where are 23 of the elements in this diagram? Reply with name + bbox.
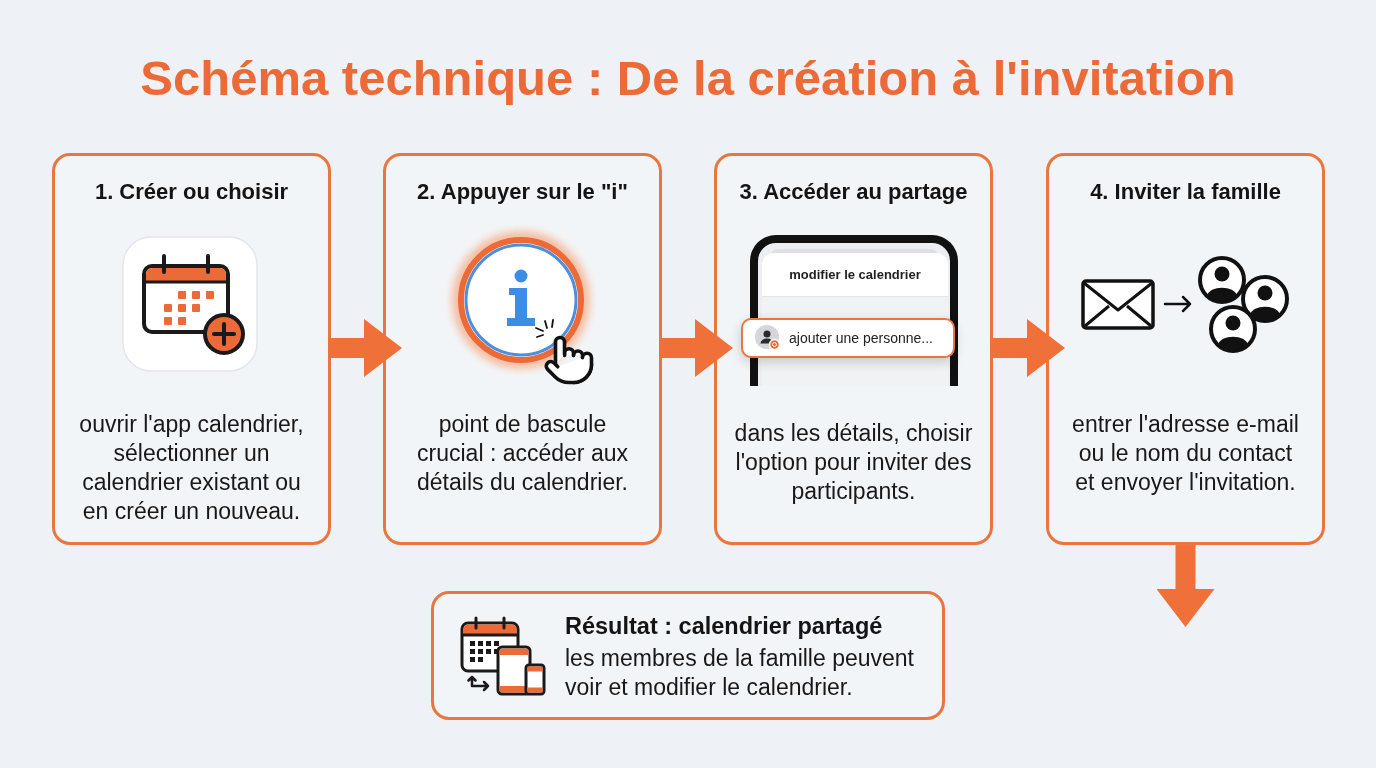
- diagram-title: Schéma technique : De la création à l'invitation: [140, 50, 1236, 107]
- arrow: [990, 319, 1065, 377]
- step-card: [383, 153, 662, 545]
- result-card: [431, 591, 945, 720]
- step-description: entrer l'adresse e-mail ou le nom du contact et envoyer l'invitation.: [1071, 410, 1300, 497]
- arrow: [659, 319, 733, 377]
- step-heading: 2. Appuyer sur le "i": [417, 178, 628, 206]
- step-heading: 3. Accéder au partage: [739, 178, 968, 206]
- step-description: dans les détails, choisir l'option pour inviter des participants.: [733, 419, 974, 506]
- step-card: [1046, 153, 1325, 545]
- step-heading: 4. Inviter la famille: [1090, 178, 1281, 206]
- result-heading: Résultat : calendrier partagé: [565, 612, 883, 641]
- step-description: ouvrir l'app calendrier, sélectionner un calendrier existant ou en créer un nouveau.: [78, 410, 305, 526]
- step-description: point de bascule crucial : accéder aux détails du calendrier.: [416, 410, 629, 497]
- arrow: [328, 319, 402, 377]
- result-description: les membres de la famille peuvent voir et modifier le calendrier.: [565, 644, 915, 702]
- add-person-label: ajouter une personne...: [789, 328, 933, 348]
- step-card: [52, 153, 331, 545]
- step-heading: 1. Créer ou choisir: [94, 178, 289, 206]
- step-card: [714, 153, 993, 545]
- add-person-row: [741, 318, 955, 358]
- sheet-header: modifier le calendrier: [762, 253, 948, 297]
- arrow: [1156, 545, 1215, 627]
